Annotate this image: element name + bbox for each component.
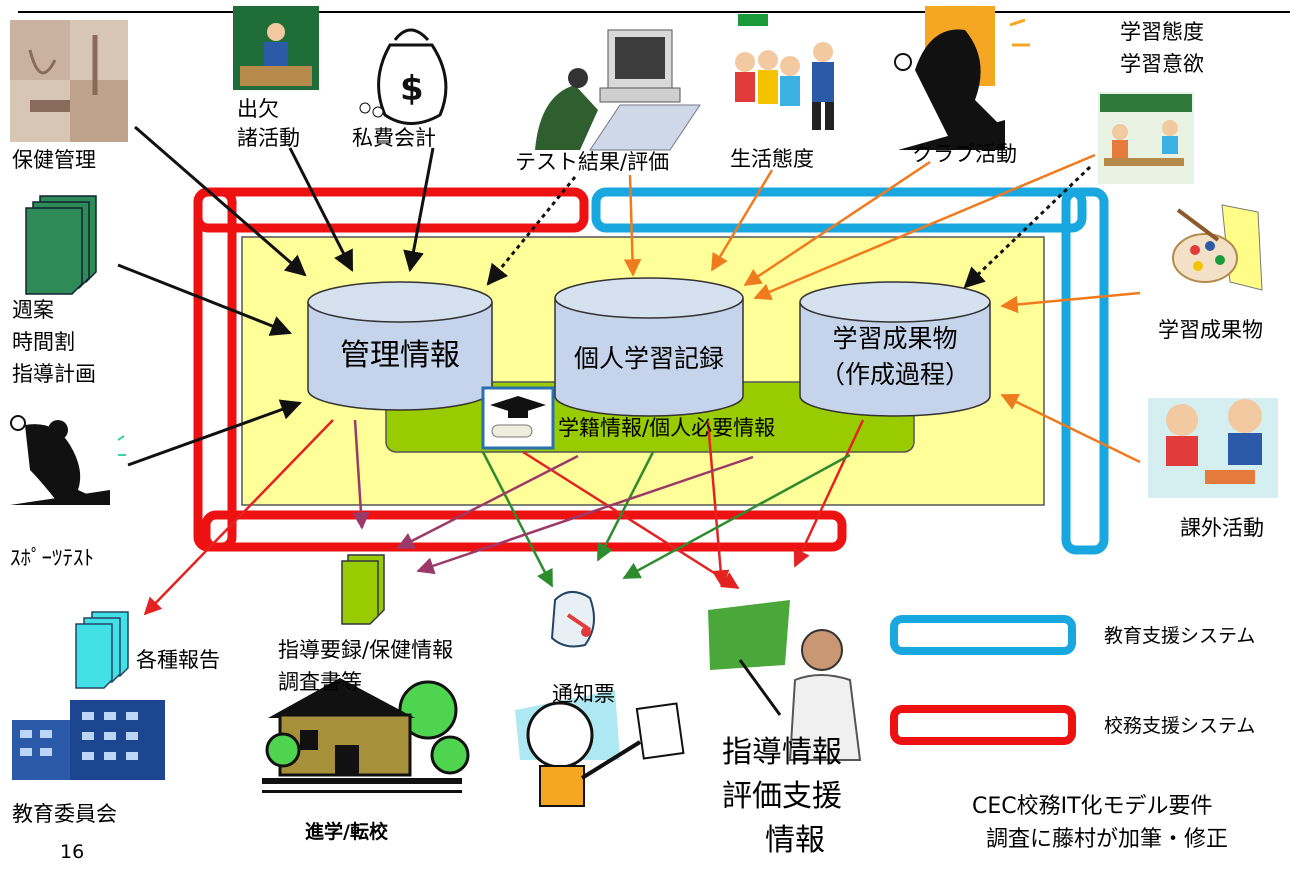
students-group-icon: [735, 14, 834, 130]
label-guidance-line3: 情報: [765, 823, 825, 858]
db-deliverables-label-line1: 学習成果物: [832, 324, 958, 353]
label-attendance-line1: 出欠: [237, 97, 279, 121]
output-arrows-purple: [352, 419, 754, 575]
education-support-outline: [591, 187, 1109, 555]
db-learning-record-label: 個人学習記録: [573, 344, 724, 373]
paint-palette-icon: [1172, 204, 1263, 291]
label-weekly-line3: 指導計画: [12, 362, 96, 386]
money-bag-icon: $: [359, 28, 448, 125]
label-weekly-line2: 時間割: [12, 330, 75, 354]
label-test-results: テスト結果/評価: [515, 150, 670, 174]
computer-user-icon: [535, 29, 701, 151]
lecturer-icon: [708, 600, 862, 761]
input-arrows-orange: [623, 153, 1141, 464]
school-house-icon: [262, 678, 470, 793]
label-reports: 各種報告: [136, 648, 220, 672]
label-extracurricular: 課外活動: [1180, 516, 1264, 540]
output-arrows-green: [481, 451, 851, 588]
tennis-player-icon: [10, 415, 126, 505]
db-deliverables-cylinder: [799, 281, 991, 417]
label-sports-test: ｽﾎﾟｰﾂﾃｽﾄ: [10, 546, 94, 570]
label-records-line1: 指導要録/保健情報: [278, 638, 454, 662]
credit-line1: CEC校務IT化モデル要件: [972, 794, 1213, 819]
classroom-icon: [1098, 92, 1194, 184]
legend-school-affairs-swatch: [890, 705, 1076, 745]
label-weekly-line1: 週案: [12, 298, 54, 322]
label-report-card: 通知票: [552, 682, 615, 706]
legend-education-support: 教育支援システム: [1104, 625, 1256, 647]
teacher-at-desk-icon: [233, 6, 319, 90]
db-management-label: 管理情報: [340, 338, 460, 373]
label-deliverables: 学習成果物: [1158, 318, 1263, 342]
office-building-icon: [12, 700, 165, 780]
children-craft-icon: [1148, 398, 1278, 498]
graduation-cap-icon: [481, 386, 555, 450]
label-attitude-line2: 学習意欲: [1120, 52, 1204, 76]
child-with-report-icon: [515, 690, 685, 807]
legend-education-swatch: [890, 615, 1076, 655]
label-guidance-line1: 指導情報: [722, 735, 842, 770]
basketball-player-icon: [894, 6, 1030, 150]
school-affairs-outline: [193, 187, 847, 552]
label-attendance-line2: 諸活動: [237, 126, 300, 150]
documents-stack-icon: [25, 195, 97, 295]
label-records-line2: 調査書等: [278, 670, 362, 694]
label-life-attitude: 生活態度: [730, 147, 814, 171]
db-deliverables-label-line2: （作成過程）: [819, 360, 970, 389]
label-board: 教育委員会: [12, 802, 117, 826]
green-documents-icon: [341, 554, 385, 625]
input-arrows-dotted: [486, 165, 1092, 289]
registry-bar-label: 学籍情報/個人必要情報: [558, 416, 776, 440]
input-arrows-black: [117, 125, 435, 467]
label-guidance-line2: 評価支援: [722, 779, 842, 814]
label-club: クラブ活動: [912, 142, 1017, 166]
legend-school-affairs: 校務支援システム: [1104, 715, 1256, 737]
diploma-scroll-icon: [550, 591, 595, 648]
label-private-fees: 私費会計: [352, 126, 436, 150]
label-health: 保健管理: [12, 148, 96, 172]
health-tools-icon: [10, 20, 128, 142]
cyan-documents-icon: [75, 611, 129, 689]
credit-line2: 調査に藤村が加筆・修正: [986, 827, 1229, 852]
page-number: 16: [60, 841, 85, 863]
output-arrows-red: [143, 419, 865, 616]
svg-text:$: $: [400, 69, 424, 109]
label-attitude-line1: 学習態度: [1120, 20, 1204, 44]
db-learning-record-cylinder: [554, 277, 744, 417]
label-advance: 進学/転校: [305, 821, 388, 843]
